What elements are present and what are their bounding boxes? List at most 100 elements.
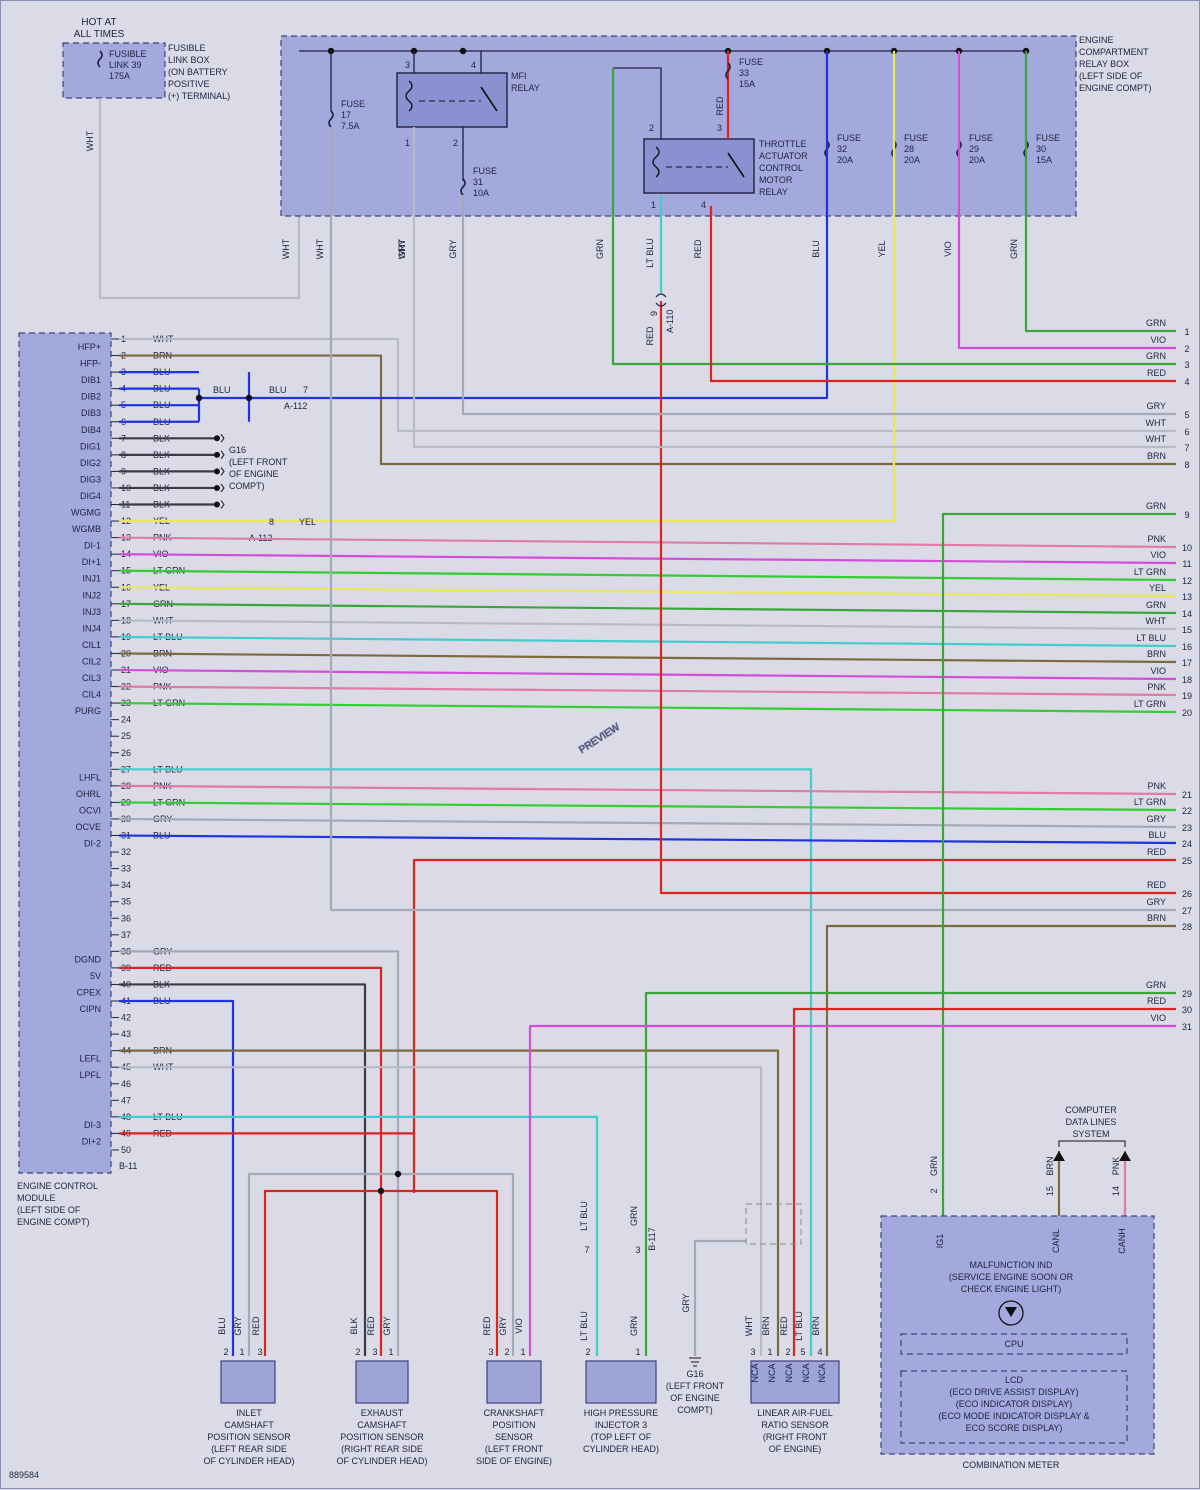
af_sensor-wire-label-0: WHT (744, 1315, 754, 1336)
af-nca-1: NCA (767, 1363, 777, 1382)
ecm-pin-name-48: DI-3 (84, 1120, 101, 1130)
ecm-pin-name-39: 5V (90, 971, 101, 981)
wire-ecm39-red (119, 966, 383, 1356)
throttle-pin-1: 1 (651, 200, 656, 210)
meter-wire-label-2: PNK (1111, 1157, 1121, 1176)
af_sensor-pin-2: 2 (785, 1347, 790, 1357)
injector-upper-wire-0: LT BLU (579, 1201, 589, 1231)
ground-ecm8-mark (220, 450, 225, 460)
right-pin-number-31: 31 (1182, 1022, 1192, 1032)
mfi-pin-3: 3 (405, 60, 410, 70)
fusible-link-39-symbol (97, 50, 103, 68)
ecm-pin-number-42: 42 (121, 1013, 131, 1023)
right-pin-wire-1: GRN (1146, 318, 1166, 328)
ecm-pin-name-5: DIB3 (81, 408, 101, 418)
meter-wire-label-0: GRN (929, 1156, 939, 1176)
wire-vio-31 (528, 1024, 1176, 1356)
throttle-relay-body (643, 138, 755, 194)
ecm-pin-number-33: 33 (121, 864, 131, 874)
right-pin-number-8: 8 (1184, 460, 1189, 470)
inlet-wire-label-0: BLU (217, 1317, 227, 1335)
ecm-pin-name-49: DI+2 (82, 1136, 101, 1146)
splice-gry (394, 1170, 402, 1178)
right-pin-number-17: 17 (1182, 658, 1192, 668)
af-ratio-sensor-body (750, 1360, 840, 1404)
vertical-wire-label-1: GRY (397, 239, 407, 258)
wire-ecm16-to-13 (118, 586, 1177, 598)
injector-wire-label-0: LT BLU (579, 1311, 589, 1341)
inlet-pin-1: 1 (239, 1347, 244, 1357)
ground-ecm9-mark (220, 467, 225, 476)
wire-ecm40-blk (119, 983, 367, 1356)
throttle-relay-coil (652, 146, 660, 178)
right-pin-number-11: 11 (1182, 559, 1191, 569)
ecm-pin-number-36: 36 (121, 913, 131, 923)
wire-wht-7 (412, 261, 1176, 449)
meter-pin-0: 2 (929, 1188, 939, 1193)
wire-grn-3 (611, 68, 1176, 366)
vertical-wire-label-7: RED (693, 239, 703, 259)
wire-ecm22-to-19 (118, 685, 1177, 697)
mfi-relay-body (396, 72, 508, 128)
wire-ecm31-to-24 (118, 834, 1177, 845)
right-pin-wire-8: BRN (1147, 451, 1166, 461)
injector-upper-wire-1: GRN (629, 1206, 639, 1226)
right-pin-number-29: 29 (1182, 989, 1192, 999)
right-pin-wire-28: BRN (1147, 913, 1166, 923)
wire-ecm14-to-11 (118, 553, 1177, 565)
ecm-pin-name-18: INJ4 (82, 623, 101, 633)
right-pin-number-10: 10 (1182, 543, 1192, 553)
exhaust-pin-0: 2 (355, 1347, 360, 1357)
wire-ecm13-to-10 (118, 536, 1177, 549)
ecm-pin-name-11: WGMG (71, 508, 101, 518)
right-pin-wire-7: WHT (1146, 434, 1167, 444)
meter-lcd-label: LCD(ECO DRIVE ASSIST DISPLAY)(ECO INDICA… (938, 1375, 1089, 1433)
wire-inlet-gry (247, 1172, 398, 1356)
right-pin-number-5: 5 (1184, 410, 1189, 420)
wire-ecm30-to-23 (118, 817, 1177, 829)
right-pin-number-24: 24 (1182, 839, 1192, 849)
injector-pin-1: 1 (635, 1347, 640, 1357)
wire-grn-29 (644, 991, 1176, 1356)
vertical-wire-label-6: LT BLU (645, 238, 655, 268)
exhaust-wire-label-2: GRY (382, 1316, 392, 1335)
right-pin-number-22: 22 (1182, 806, 1192, 816)
ecm-pin-number-26: 26 (121, 748, 131, 758)
injector-pin-0: 2 (585, 1347, 590, 1357)
wire-inlet-red (263, 1189, 381, 1356)
data-lines-bracket (1058, 1140, 1126, 1147)
wire-label-red-fuse33: RED (715, 96, 725, 116)
right-pin-number-19: 19 (1182, 691, 1192, 701)
right-pin-wire-20: LT GRN (1134, 699, 1166, 709)
ecm-pin-name-23: PURG (75, 706, 101, 716)
throttle-pin-3: 3 (717, 123, 722, 133)
right-pin-number-1: 1 (1184, 327, 1189, 337)
wire-ecm12-yel (119, 51, 896, 523)
right-pin-wire-2: VIO (1150, 335, 1166, 345)
meter-pin-name-0: IG1 (935, 1234, 945, 1249)
right-pin-wire-6: WHT (1146, 418, 1167, 428)
right-pin-wire-14: GRN (1146, 600, 1166, 610)
ecm-pin-number-35: 35 (121, 897, 131, 907)
crank-pin-2: 1 (520, 1347, 525, 1357)
right-pin-wire-19: PNK (1147, 682, 1166, 692)
mfi-pin-1: 1 (405, 138, 410, 148)
document-id: 889584 (9, 1470, 39, 1480)
splice-red (377, 1187, 385, 1195)
ecm-pin-number-37: 37 (121, 930, 131, 940)
ground-ecm7-mark (220, 434, 225, 443)
a110-pin: 9 (649, 311, 659, 316)
ecm-pin-name-6: DIB4 (81, 425, 101, 435)
ecm-pin-name-41: CIPN (79, 1004, 101, 1014)
fuse-33-symbol (725, 62, 731, 80)
wire-vio-2 (957, 51, 1176, 350)
ecm-pin-name-27: LHFL (79, 772, 101, 782)
